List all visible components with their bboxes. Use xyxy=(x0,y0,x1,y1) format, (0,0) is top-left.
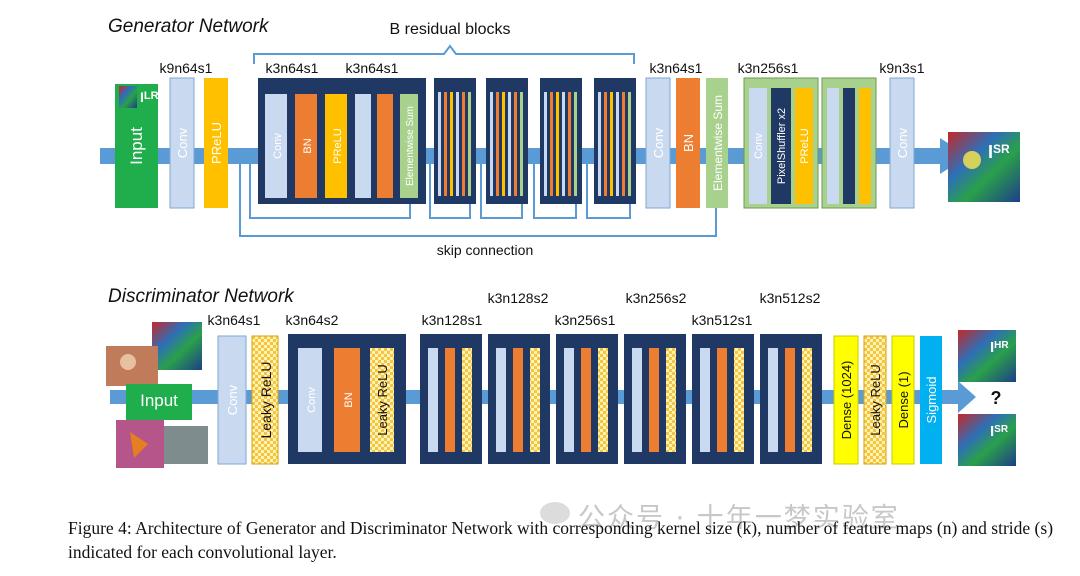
res1-bn-a xyxy=(295,94,317,198)
disc-block1-conv-label: Conv xyxy=(306,387,318,413)
disc-kernel-3: k3n128s1 xyxy=(422,312,483,328)
res1-conv-b xyxy=(355,94,371,198)
disc-dense-1024 xyxy=(833,335,859,465)
hr-image xyxy=(958,330,1016,382)
gen-kernel-4: k3n64s1 xyxy=(650,60,703,76)
generator-input-label: Input xyxy=(127,127,146,165)
disc-input-label: Input xyxy=(140,391,178,410)
sr-output-image xyxy=(948,132,1020,202)
res1-prelu-label: PReLU xyxy=(332,128,344,164)
disc-block-3 xyxy=(488,334,550,464)
lr-thumbnail xyxy=(119,86,137,108)
disc-leaky-2-label: Leaky ReLU xyxy=(868,364,883,436)
residual-brace xyxy=(253,44,635,64)
up2-prelu xyxy=(859,88,871,204)
disc-block1-bn-label: BN xyxy=(343,392,355,407)
disc-kernel-1: k3n64s1 xyxy=(208,312,261,328)
res1-bn-a-label: BN xyxy=(302,138,314,153)
discriminator-title: Discriminator Network xyxy=(108,286,295,307)
disc-dense-1 xyxy=(891,335,915,465)
gen-esum-2 xyxy=(706,78,728,208)
sr-output-label: ISR xyxy=(988,142,1010,162)
up2-conv xyxy=(827,88,839,204)
res1-esum-label: Elementwise Sum xyxy=(405,106,416,186)
residual-skip-loops xyxy=(239,156,717,237)
gen-kernel-5: k3n256s1 xyxy=(738,60,799,76)
gen-kernel-1: k9n64s1 xyxy=(160,60,213,76)
wechat-icon xyxy=(540,502,570,524)
res1-prelu xyxy=(325,94,347,198)
disc-kernel-5: k3n256s1 xyxy=(555,312,616,328)
disc-kernel-6: k3n256s2 xyxy=(626,290,687,306)
disc-kernel-2: k3n64s2 xyxy=(286,312,339,328)
lr-label: ILR xyxy=(140,89,159,105)
disc-kernel-8: k3n512s2 xyxy=(760,290,821,306)
disc-conv-1 xyxy=(217,335,247,465)
res1-esum xyxy=(400,94,418,198)
up1-pixelshuffler-label: PixelShuffler x2 xyxy=(776,108,788,184)
residual-block-3 xyxy=(486,78,528,204)
disc-leaky-1 xyxy=(251,335,279,465)
gen-conv-final-label: Conv xyxy=(895,127,910,158)
disc-block-2 xyxy=(420,334,482,464)
disc-block-5 xyxy=(624,334,686,464)
disc-block-4 xyxy=(556,334,618,464)
up1-pixelshuffler xyxy=(771,88,791,204)
up1-conv xyxy=(749,88,767,204)
gen-prelu-1-label: PReLU xyxy=(209,122,224,164)
gen-kernel-3: k3n64s1 xyxy=(346,60,399,76)
residual-blocks-label: B residual blocks xyxy=(390,21,511,38)
disc-leaky-1-label: Leaky ReLU xyxy=(258,361,274,438)
gen-conv-2 xyxy=(645,77,671,209)
disc-conv-1-label: Conv xyxy=(225,384,240,415)
generator-title: Generator Network xyxy=(108,16,270,37)
disc-block-6 xyxy=(692,334,754,464)
up1-prelu xyxy=(795,88,813,204)
disc-block1-conv xyxy=(298,348,322,452)
disc-sigmoid xyxy=(920,336,942,464)
disc-kernel-4: k3n128s2 xyxy=(488,290,549,306)
gen-esum-2-label: Elementwise Sum xyxy=(711,95,725,191)
hr-label: IHR xyxy=(990,339,1009,356)
disc-block1-bn xyxy=(334,348,360,452)
res1-conv-a xyxy=(265,94,287,198)
disc-block1-leaky xyxy=(370,348,394,452)
disc-input-parrot xyxy=(152,322,202,370)
sr-label: ISR xyxy=(990,423,1009,440)
disc-dense-1024-label: Dense (1024) xyxy=(839,361,854,440)
disc-sigmoid-label: Sigmoid xyxy=(924,377,939,424)
residual-block-5 xyxy=(594,78,636,204)
gen-conv-1-label: Conv xyxy=(175,127,190,158)
discriminator-arrow-head xyxy=(958,381,976,413)
question-mark: ? xyxy=(991,388,1002,408)
disc-leaky-2 xyxy=(863,335,887,465)
gen-bn-2 xyxy=(676,78,700,208)
gen-conv-final xyxy=(889,77,915,209)
gen-bn-2-label: BN xyxy=(681,134,696,152)
watermark: 公众号 · 十年一梦实验室 xyxy=(578,503,900,534)
figure-caption: Figure 4: Architecture of Generator and … xyxy=(68,518,1054,562)
disc-block-7 xyxy=(760,334,822,464)
gen-kernel-2: k3n64s1 xyxy=(266,60,319,76)
residual-block-2 xyxy=(434,78,476,204)
disc-block1-leaky-label: Leaky ReLU xyxy=(375,364,390,436)
gen-conv-1 xyxy=(169,77,195,209)
disc-input-block xyxy=(126,384,192,420)
res1-conv-a-label: Conv xyxy=(272,133,284,159)
residual-block-4 xyxy=(540,78,582,204)
gen-conv-2-label: Conv xyxy=(651,127,666,158)
disc-input-landscape xyxy=(164,426,208,464)
up1-conv-label: Conv xyxy=(753,133,765,159)
disc-dense-1-label: Dense (1) xyxy=(896,371,911,428)
gen-prelu-1 xyxy=(204,78,228,208)
res1-bn-b xyxy=(377,94,393,198)
up2-pixelshuffler xyxy=(843,88,855,204)
gen-kernel-6: k9n3s1 xyxy=(879,60,924,76)
up1-prelu-label: PReLU xyxy=(799,128,811,164)
skip-connection-label: skip connection xyxy=(437,242,534,258)
disc-kernel-7: k3n512s1 xyxy=(692,312,753,328)
sr-image xyxy=(958,414,1016,466)
